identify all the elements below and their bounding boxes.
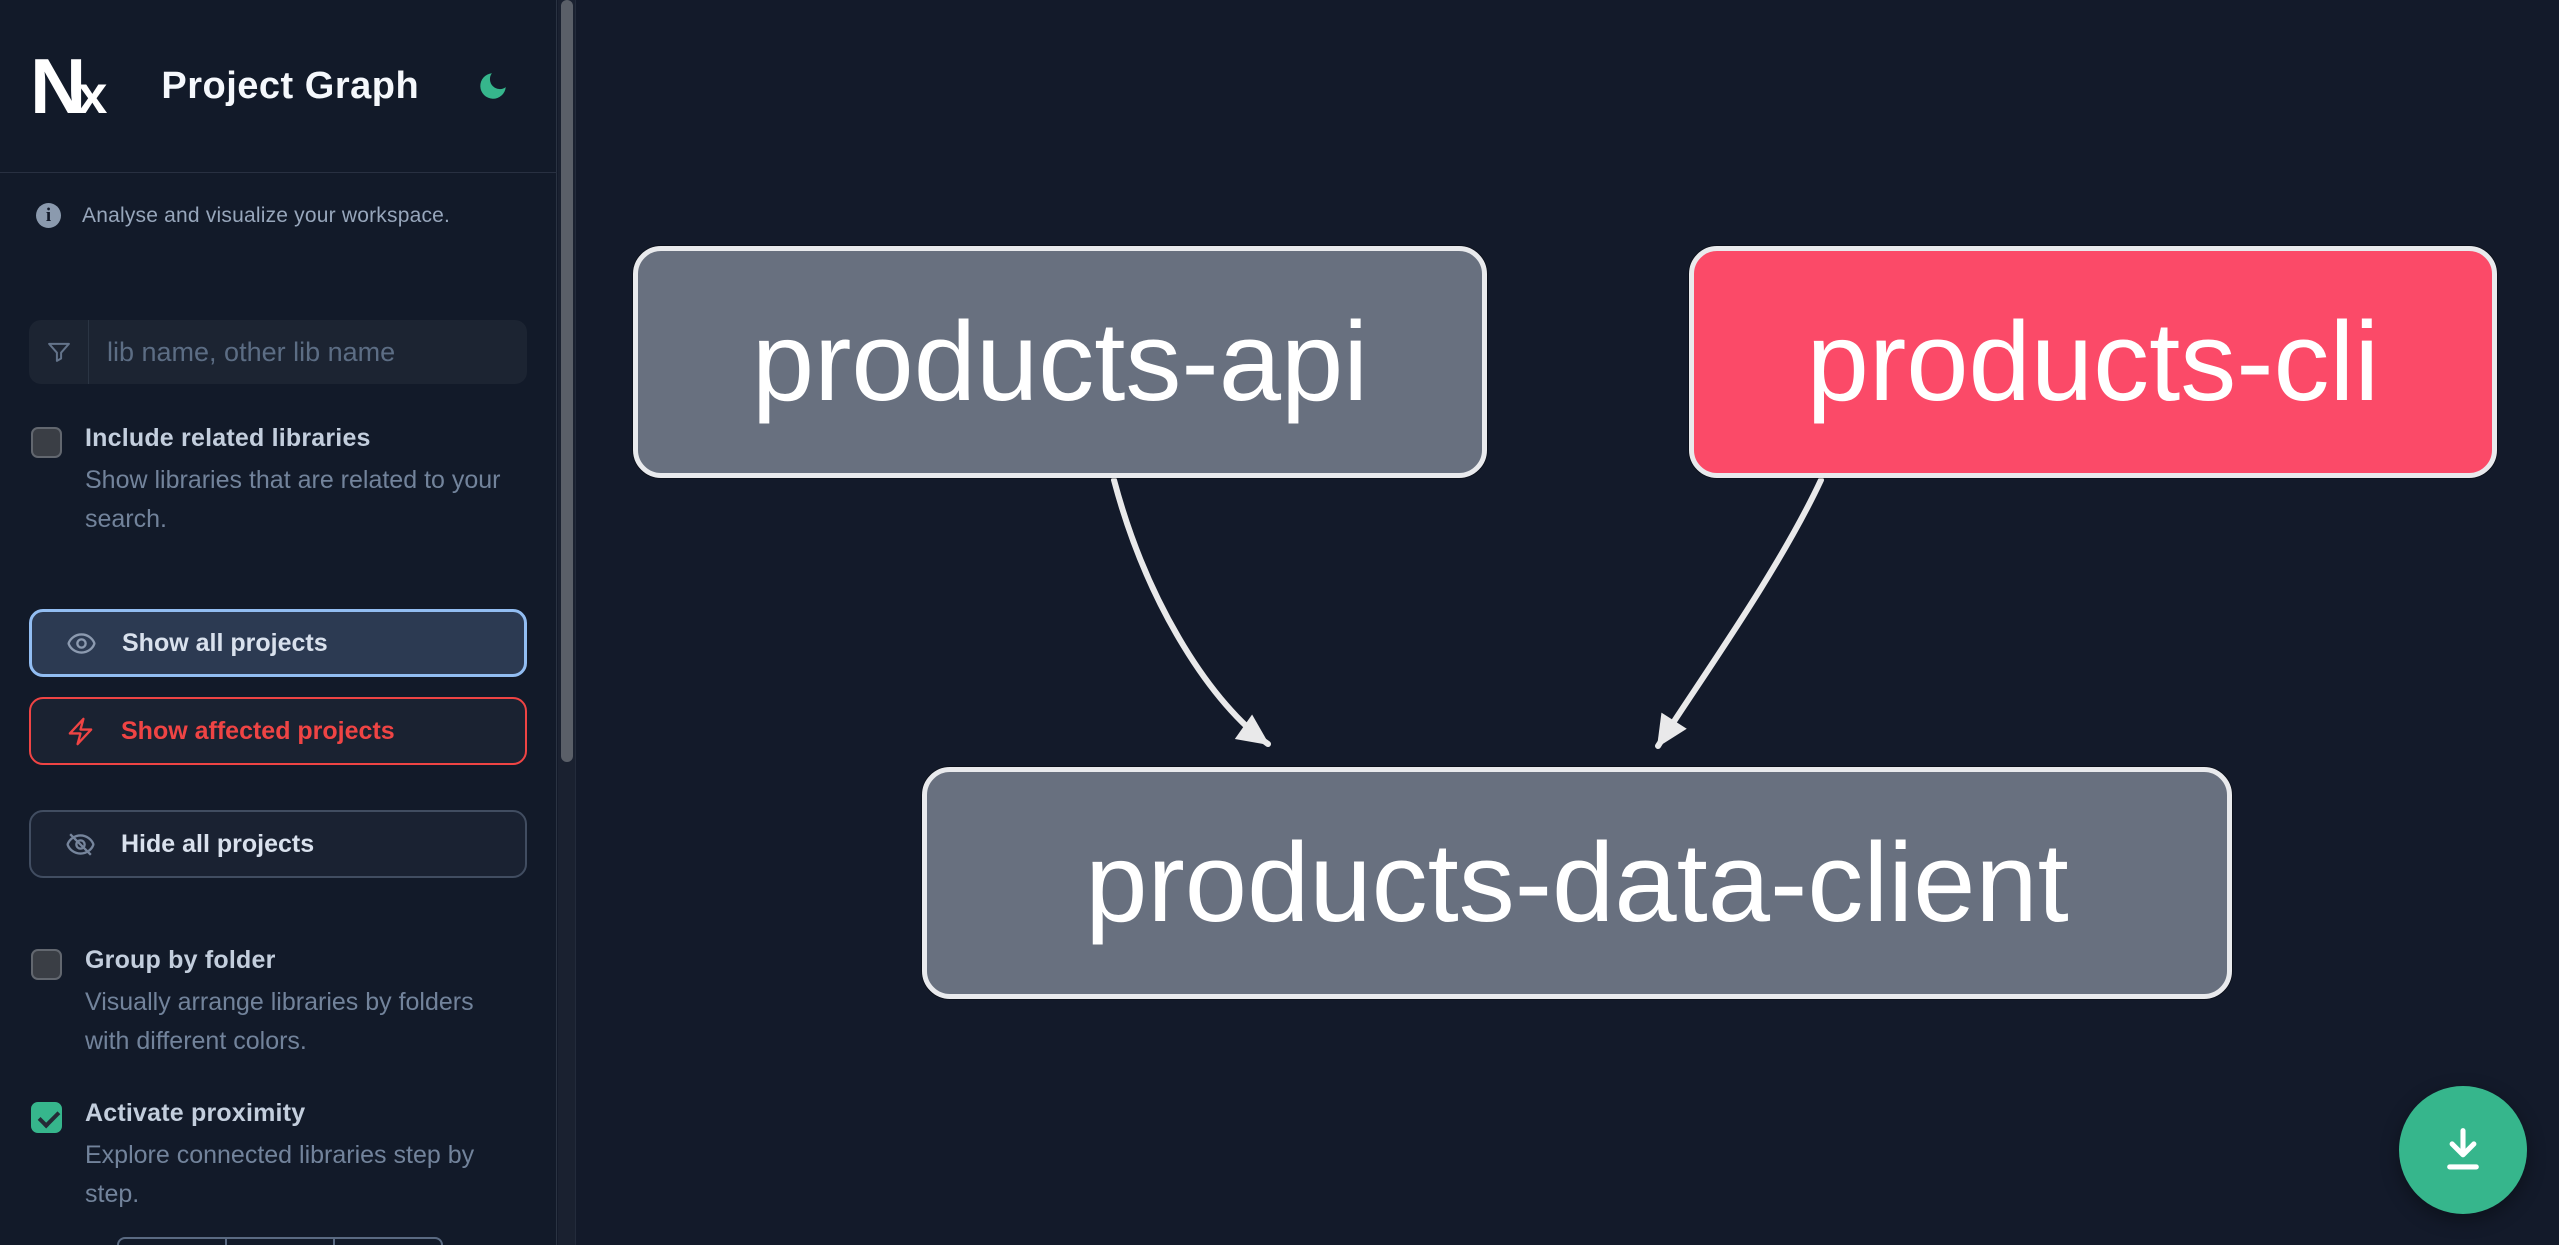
sidebar-scrollbar-track	[558, 0, 576, 1245]
sidebar-scrollbar-thumb[interactable]	[561, 0, 573, 762]
info-icon: i	[36, 203, 61, 228]
workspace-info-text: Analyse and visualize your workspace.	[82, 203, 451, 227]
toggle-label: Include related libraries	[85, 424, 371, 452]
download-icon	[2447, 1128, 2479, 1170]
download-image-button[interactable]	[2399, 1086, 2527, 1214]
hide-all-projects-button[interactable]: Hide all projects	[29, 810, 527, 878]
node-label: products-api	[751, 299, 1369, 424]
eye-slash-icon	[66, 832, 95, 856]
show-all-projects-button[interactable]: Show all projects	[29, 609, 527, 677]
show-affected-projects-button[interactable]: Show affected projects	[29, 697, 527, 765]
include-related-checkbox[interactable]	[31, 427, 62, 458]
partially-visible-stepper-control[interactable]	[117, 1237, 443, 1245]
graph-node-products-cli[interactable]: products-cli	[1689, 246, 2497, 478]
button-label: Show all projects	[122, 628, 328, 657]
library-search-box	[29, 320, 527, 384]
button-label: Hide all projects	[121, 829, 315, 858]
toggle-description: Show libraries that are related to your …	[85, 466, 501, 533]
node-label: products-data-client	[1085, 820, 2069, 945]
group-by-folder-checkbox[interactable]	[31, 949, 62, 980]
page-title: Project Graph	[161, 64, 420, 107]
toggle-description: Visually arrange libraries by folders wi…	[85, 988, 474, 1055]
workspace-info-row: i Analyse and visualize your workspace.	[36, 203, 450, 228]
toggle-group-by-folder: Group by folder Visually arrange librari…	[31, 946, 509, 1061]
toggle-activate-proximity: Activate proximity Explore connected lib…	[31, 1099, 509, 1214]
graph-node-products-data-client[interactable]: products-data-client	[922, 767, 2232, 999]
lightning-bolt-icon	[68, 717, 93, 745]
toggle-description: Explore connected libraries step by step…	[85, 1141, 475, 1208]
toggle-include-related-libraries: Include related libraries Show libraries…	[31, 424, 509, 539]
funnel-filter-icon	[29, 320, 89, 384]
moon-icon[interactable]	[476, 69, 510, 103]
toggle-label: Group by folder	[85, 946, 276, 974]
search-input[interactable]	[89, 320, 527, 384]
eye-icon	[67, 632, 96, 654]
toggle-label: Activate proximity	[85, 1099, 306, 1127]
edge-products-api-to-products-data-client[interactable]	[1111, 477, 1271, 747]
activate-proximity-checkbox[interactable]	[31, 1102, 62, 1133]
edge-products-cli-to-products-data-client[interactable]	[1655, 477, 1824, 749]
node-label: products-cli	[1806, 299, 2380, 424]
button-label: Show affected projects	[121, 716, 395, 745]
graph-node-products-api[interactable]: products-api	[633, 246, 1487, 478]
